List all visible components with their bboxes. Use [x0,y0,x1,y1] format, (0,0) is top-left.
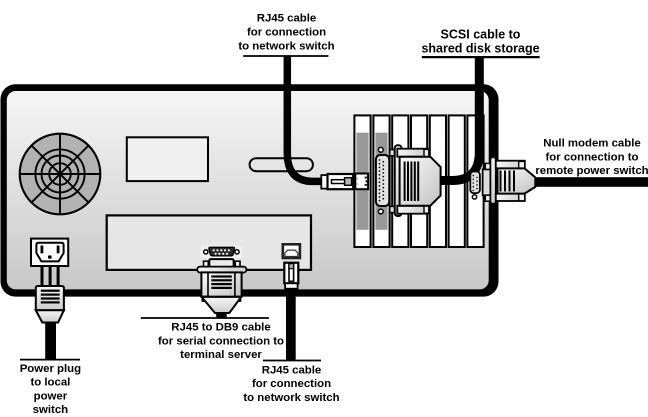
svg-text:for connection: for connection [252,378,331,390]
svg-text:for connection: for connection [247,26,326,38]
svg-text:for serial connection to: for serial connection to [158,335,284,347]
svg-text:RJ45 cable: RJ45 cable [262,364,322,376]
svg-text:power: power [34,390,68,402]
svg-text:to network switch: to network switch [238,40,334,52]
svg-text:terminal server: terminal server [180,349,262,361]
svg-text:to network switch: to network switch [243,392,339,404]
svg-text:RJ45 to DB9 cable: RJ45 to DB9 cable [171,322,270,334]
svg-text:to local: to local [30,377,70,389]
svg-text:remote power switch: remote power switch [535,165,648,177]
svg-text:RJ45 cable: RJ45 cable [257,12,317,24]
svg-text:for connection to: for connection to [545,151,638,163]
svg-text:shared disk storage: shared disk storage [421,42,539,56]
svg-text:Power plug: Power plug [20,363,81,375]
svg-text:SCSI cable to: SCSI cable to [441,28,521,42]
svg-text:switch: switch [33,404,68,416]
svg-text:Null modem cable: Null modem cable [543,138,640,150]
